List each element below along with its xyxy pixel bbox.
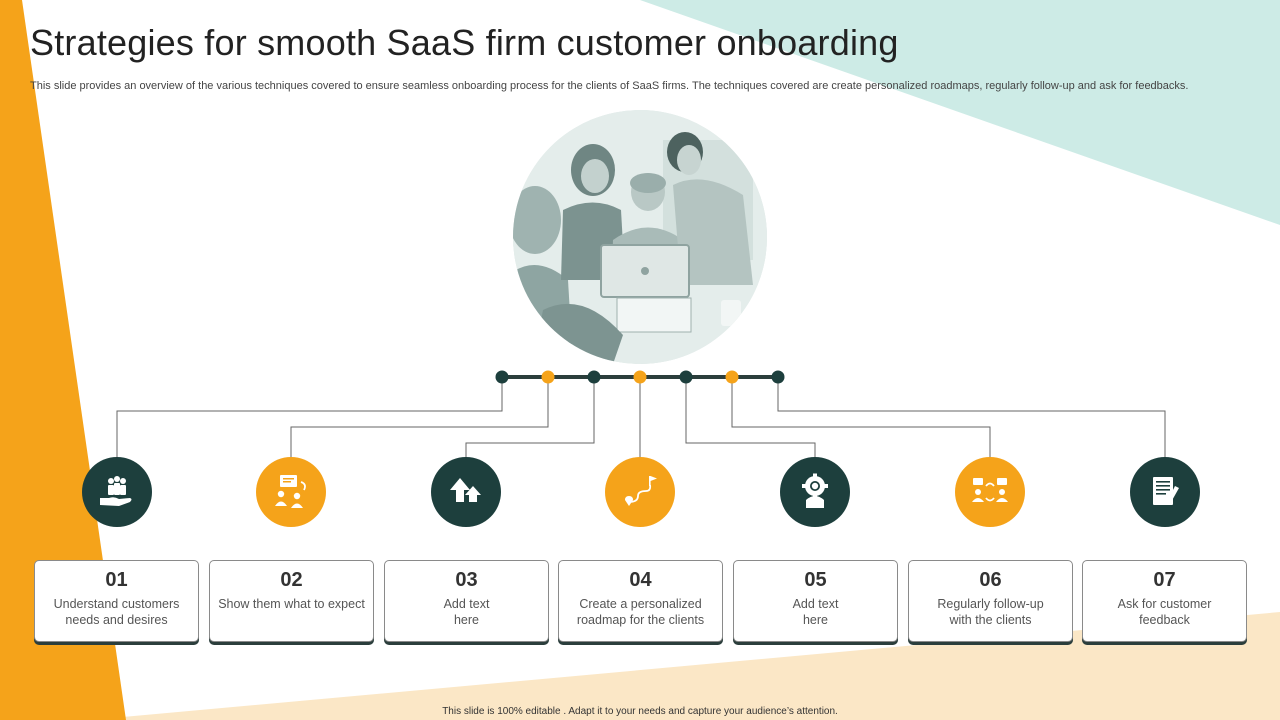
gear-person-icon [802, 473, 828, 508]
presentation-people-icon [275, 475, 306, 508]
step-07-circle [1130, 457, 1200, 527]
page-subtitle: This slide provides an overview of the v… [30, 80, 1189, 92]
step-text: Add text here [792, 597, 839, 627]
connector-line-01 [116, 377, 503, 458]
step-03-circle [431, 457, 501, 527]
customer-hand-icon [100, 476, 132, 506]
timeline-dot-04 [633, 370, 647, 384]
step-number: 04 [629, 569, 652, 591]
follow-up-chat-icon [972, 478, 1008, 502]
mint-triangle [640, 0, 1280, 225]
step-number: 01 [105, 569, 128, 591]
step-text: Regularly follow-up with the clients [937, 597, 1044, 627]
step-number: 07 [1153, 569, 1176, 591]
step-04-circle [605, 457, 675, 527]
step-card-05: 05 Add text here [733, 560, 898, 642]
footer-note: This slide is 100% editable . Adapt it t… [442, 706, 838, 717]
step-text: Show them what to expect [218, 597, 365, 611]
connector-line-02 [290, 377, 549, 458]
step-card-01: 01 Understand customers needs and desire… [34, 560, 199, 642]
step-card-07: 07 Ask for customer feedback [1082, 560, 1247, 642]
step-text: Add text here [443, 597, 490, 627]
arrows-up-icon [450, 478, 481, 502]
step-text: Create a personalized roadmap for the cl… [576, 597, 705, 627]
step-number: 06 [979, 569, 1002, 591]
timeline-dot-06 [725, 370, 739, 384]
step-card-02: 02 Show them what to expect [209, 560, 374, 642]
step-number: 03 [455, 569, 478, 591]
step-text: Understand customers needs and desires [53, 597, 180, 627]
connector-line-07 [777, 377, 1166, 458]
step-number: 05 [804, 569, 827, 591]
connector-line-05 [685, 377, 816, 458]
step-card-06: 06 Regularly follow-up with the clients [908, 560, 1073, 642]
team-photo [513, 110, 767, 364]
timeline-dot-03 [587, 370, 601, 384]
step-01-circle [82, 457, 152, 527]
timeline-dot-02 [541, 370, 555, 384]
feedback-document-icon [1153, 477, 1179, 505]
step-05-circle [780, 457, 850, 527]
step-06-circle [955, 457, 1025, 527]
step-number: 02 [280, 569, 303, 591]
step-02-circle [256, 457, 326, 527]
step-card-04: 04 Create a personalized roadmap for the… [558, 560, 723, 642]
team-photo-illustration [513, 110, 767, 364]
page-title: Strategies for smooth SaaS firm customer… [30, 22, 899, 63]
connector-line-06 [731, 377, 991, 458]
roadmap-icon [625, 476, 657, 506]
timeline-dot-05 [679, 370, 693, 384]
timeline-dot-07 [771, 370, 785, 384]
connector-line-03 [465, 377, 595, 458]
timeline-dot-01 [495, 370, 509, 384]
orange-wedge [0, 0, 126, 720]
step-card-03: 03 Add text here [384, 560, 549, 642]
step-text: Ask for customer feedback [1117, 597, 1212, 627]
